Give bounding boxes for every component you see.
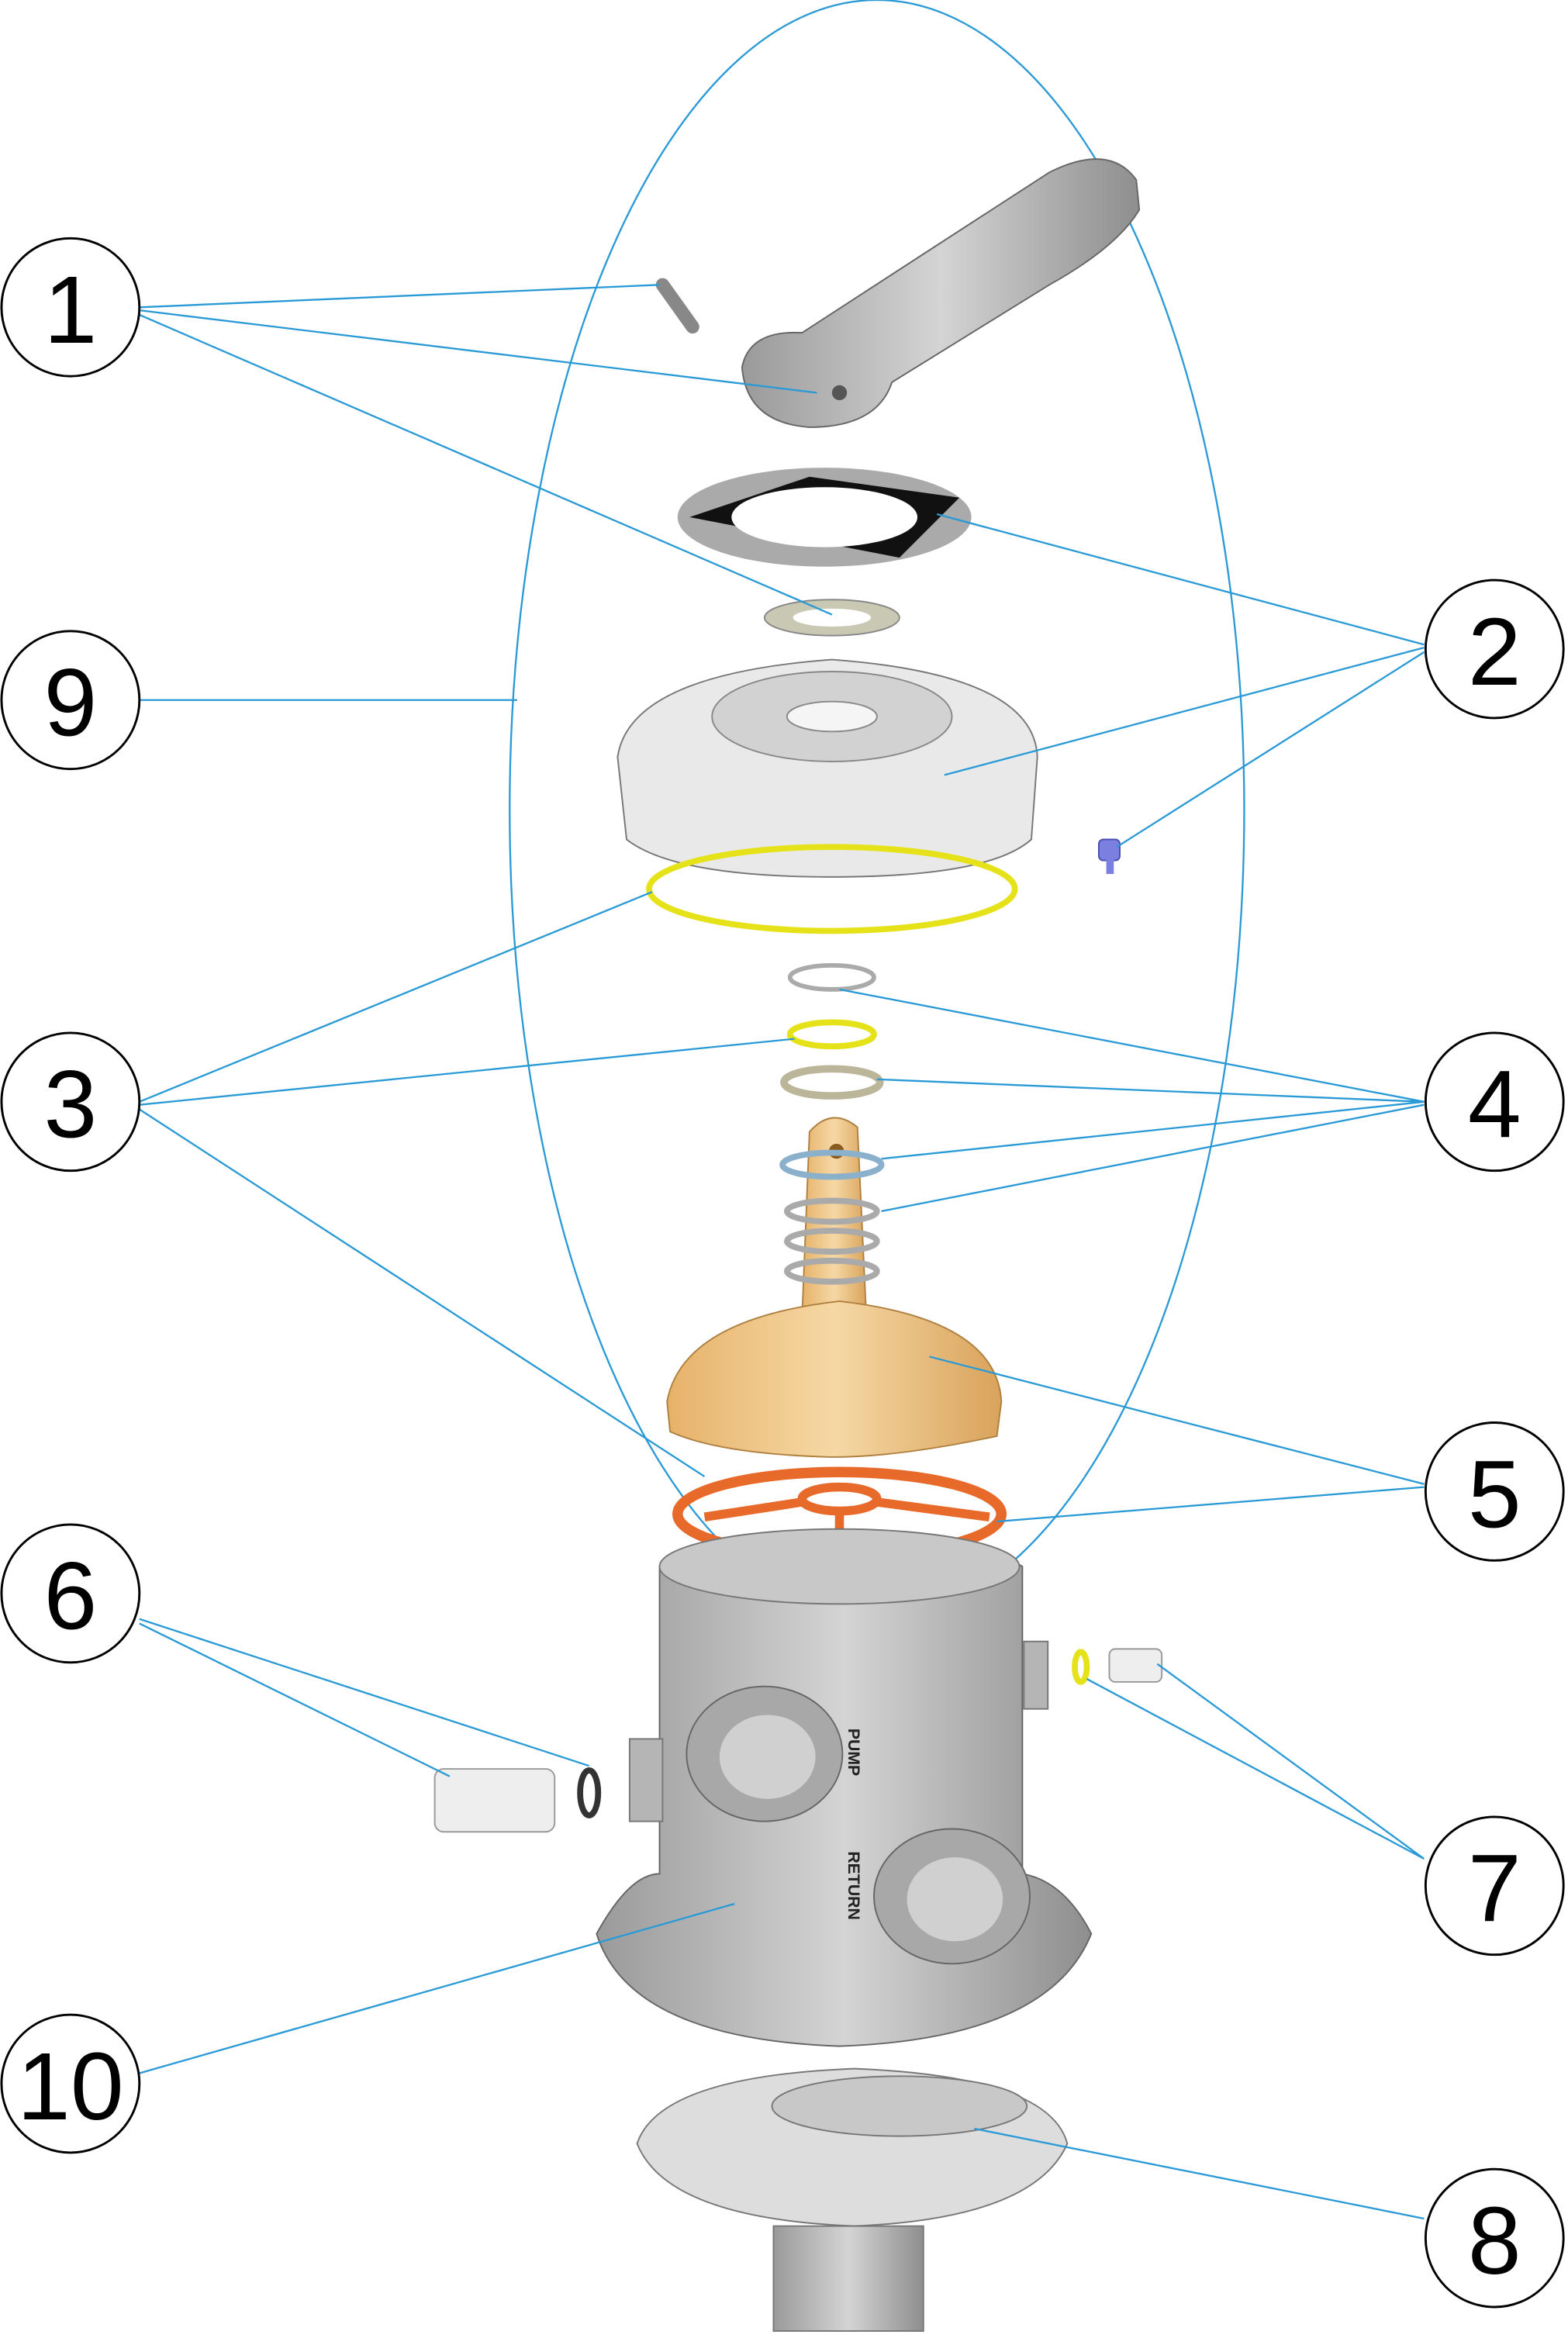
part-cover-oring (646, 844, 1018, 934)
callout-1: 1 (0, 237, 141, 378)
callout-3: 3 (0, 1031, 141, 1173)
part-ring-yellow (786, 1019, 877, 1050)
callout-4: 4 (1424, 1031, 1565, 1173)
part-handle (741, 158, 1141, 428)
return-label: RETURN (844, 1851, 863, 1920)
part-blue-screw (1097, 838, 1121, 874)
part-ring-b (780, 1065, 884, 1100)
callout-number: 10 (17, 2033, 124, 2140)
callout-5: 5 (1424, 1421, 1565, 1562)
callout-9: 9 (0, 630, 141, 771)
callout-number: 5 (1468, 1441, 1521, 1548)
part-top-gasket (677, 468, 972, 567)
callout-number: 1 (43, 257, 97, 364)
callout-10: 10 (0, 2013, 141, 2154)
callout-8: 8 (1424, 2167, 1565, 2309)
part-pin (655, 278, 699, 334)
part-valve-body: PUMP RETURN (596, 1528, 1093, 2047)
callout-number: 3 (43, 1052, 97, 1159)
part-rotor (666, 1117, 1003, 1458)
callout-number: 9 (43, 650, 97, 757)
part-side-fitting (433, 1767, 602, 1833)
callout-2: 2 (1424, 579, 1565, 720)
part-ring-a (787, 963, 876, 992)
pump-label: PUMP (844, 1729, 863, 1776)
callout-number: 7 (1468, 1836, 1521, 1943)
callout-7: 7 (1424, 1815, 1565, 1957)
callout-6: 6 (0, 1523, 141, 1664)
part-cover (616, 658, 1038, 878)
leader-lines (139, 284, 1425, 2220)
callout-number: 4 (1468, 1052, 1521, 1159)
callout-number: 6 (43, 1543, 97, 1650)
part-diffuser (636, 2067, 1069, 2332)
callout-number: 8 (1468, 2188, 1521, 2295)
part-drain-plug (1072, 1648, 1163, 1685)
part-washer (763, 599, 900, 637)
callout-number: 2 (1468, 599, 1521, 706)
